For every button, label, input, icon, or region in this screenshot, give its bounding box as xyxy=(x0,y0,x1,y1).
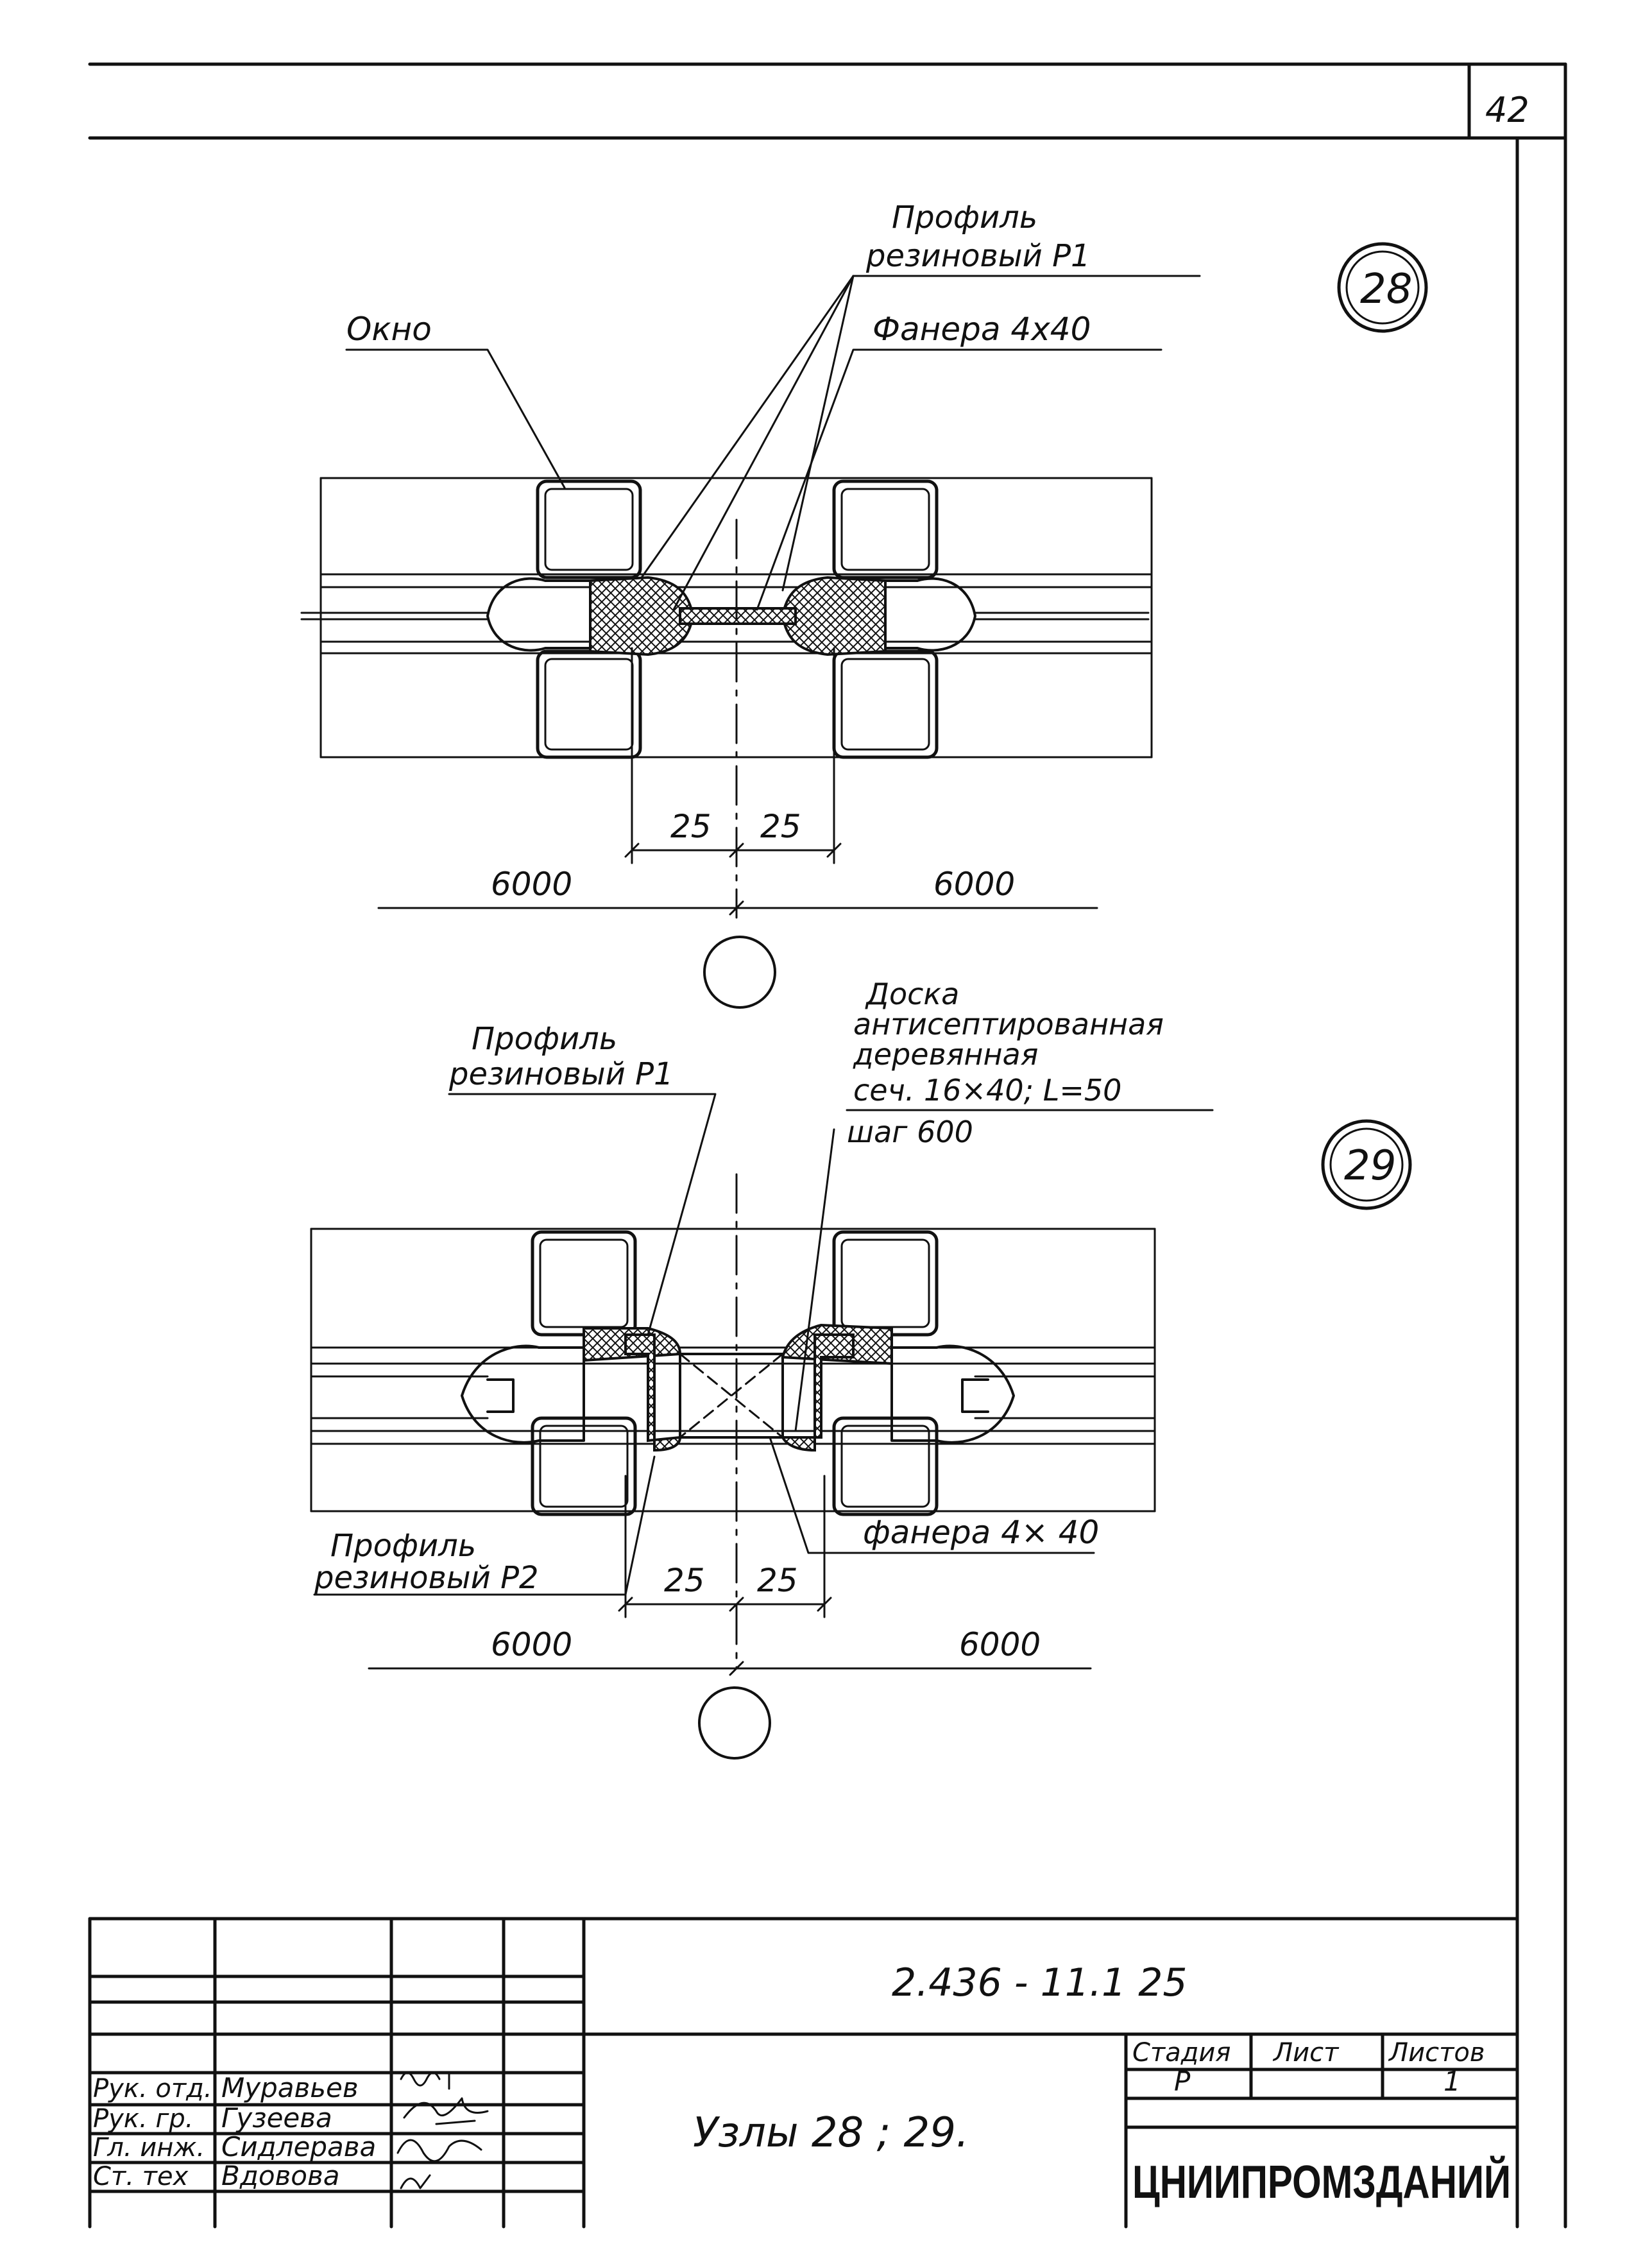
person-name: Гузеева xyxy=(221,2102,332,2134)
window-frame-right xyxy=(780,1230,1015,1516)
dimension-lines xyxy=(368,1475,1092,1676)
label-profile-p1: Профиль xyxy=(472,1021,617,1057)
dim-gap-right: 25 xyxy=(760,808,801,845)
person-name: Вдовова xyxy=(221,2160,340,2191)
signature xyxy=(396,2071,489,2189)
drawing-title: Узлы 28 ; 29. xyxy=(693,2109,969,2157)
axis-marker xyxy=(703,936,776,1009)
axis-marker xyxy=(698,1686,771,1760)
window-frame-right xyxy=(781,479,976,759)
label-board: сеч. 16×40; L=50 xyxy=(853,1073,1121,1108)
node-29: 29 xyxy=(310,977,1412,1760)
label-board: антисептированная xyxy=(853,1007,1164,1041)
dimension-lines xyxy=(377,647,1098,916)
label-profile-p1: резиновый P1 xyxy=(865,238,1091,274)
label-profile-p2: Профиль xyxy=(330,1528,476,1564)
stage-header: Стадия xyxy=(1132,2038,1230,2068)
rubber-profile-p1 xyxy=(589,576,695,656)
plywood-strip xyxy=(679,607,797,625)
glass-pane xyxy=(300,612,1150,621)
dim-span-right: 6000 xyxy=(933,866,1015,903)
node-marker-29: 29 xyxy=(1321,1119,1412,1210)
dim-span-left: 6000 xyxy=(491,1626,572,1663)
label-plywood: фанера 4× 40 xyxy=(863,1514,1099,1551)
sheet-frame xyxy=(88,62,1567,2229)
sheets-value: 1 xyxy=(1443,2066,1461,2097)
label-plywood: Фанера 4x40 xyxy=(873,311,1091,348)
stage-value: Р xyxy=(1174,2066,1191,2097)
rubber-profile-p1 xyxy=(781,576,887,656)
dim-gap-left: 25 xyxy=(670,808,711,845)
label-board: Доска xyxy=(865,977,959,1011)
glass-pane xyxy=(310,1375,1156,1419)
sheets-header: Листов xyxy=(1388,2038,1485,2068)
sheet-number: 42 xyxy=(1485,90,1529,130)
dim-span-right: 6000 xyxy=(959,1626,1041,1663)
wall-lines xyxy=(310,1228,1156,1512)
label-profile-p1: резиновый P1 xyxy=(448,1056,674,1092)
dim-gap-right: 25 xyxy=(757,1562,798,1599)
label-profile-p2: резиновый P2 xyxy=(314,1560,539,1596)
label-step: шаг 600 xyxy=(847,1115,973,1149)
node-marker-number: 29 xyxy=(1344,1142,1396,1190)
window-frame-left xyxy=(461,1230,682,1516)
wooden-board xyxy=(679,1353,784,1439)
rubber-profile-p2 xyxy=(780,1333,855,1452)
role-label: Гл. инж. xyxy=(93,2133,205,2163)
rubber-profile-p2 xyxy=(624,1333,682,1452)
label-board: деревянная xyxy=(853,1037,1038,1072)
node-marker-28: 28 xyxy=(1337,242,1428,333)
window-frame-left xyxy=(486,479,695,759)
node-marker-number: 28 xyxy=(1360,266,1412,313)
role-label: Рук. гр. xyxy=(93,2104,194,2134)
role-label: Ст. тех xyxy=(93,2162,189,2191)
title-block: 2.436 - 11.1 25 Узлы 28 ; 29. Стадия Лис… xyxy=(88,1917,1519,2229)
person-name: Сидлерава xyxy=(221,2131,376,2163)
document-code: 2.436 - 11.1 25 xyxy=(892,1960,1188,2005)
organization-name: ЦНИИПРОМЗДАНИЙ xyxy=(1132,2155,1511,2208)
node-28: 28 xyxy=(300,200,1428,1009)
role-label: Рук. отд. xyxy=(93,2074,212,2103)
label-profile-p1: Профиль xyxy=(892,200,1037,236)
person-name: Муравьев xyxy=(221,2072,359,2103)
leaders xyxy=(345,275,1201,611)
dim-span-left: 6000 xyxy=(491,866,572,903)
sheet-header: Лист xyxy=(1272,2038,1340,2068)
label-window: Окно xyxy=(346,311,432,348)
dim-gap-left: 25 xyxy=(664,1562,705,1599)
